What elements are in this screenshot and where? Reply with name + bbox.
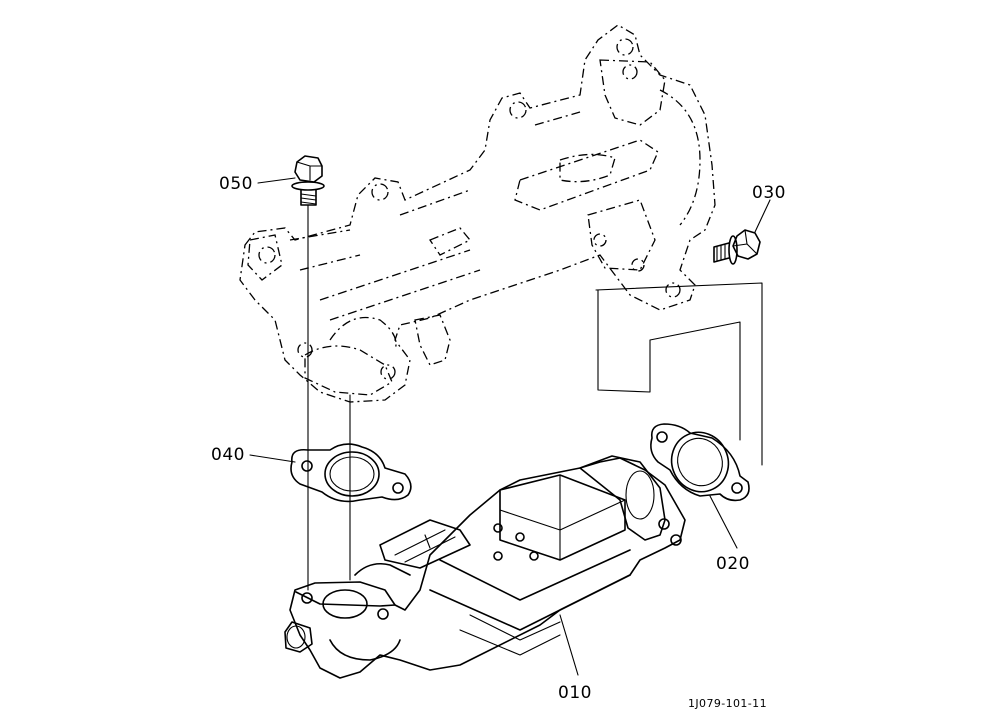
drawing-code: 1J079-101-11	[688, 697, 767, 710]
gasket-040	[290, 443, 412, 503]
bolt-030	[713, 229, 761, 265]
callout-020: 020	[716, 554, 750, 574]
callout-050: 050	[219, 174, 253, 194]
exhaust-manifold	[239, 24, 716, 403]
callout-010: 010	[558, 683, 592, 703]
gasket-020	[650, 423, 750, 502]
callout-040: 040	[211, 445, 245, 465]
leader-lines	[249, 177, 771, 676]
bolt-050	[291, 155, 325, 206]
assembly-lines	[307, 204, 763, 591]
egr-cooler-010	[284, 455, 686, 679]
callout-030: 030	[752, 183, 786, 203]
